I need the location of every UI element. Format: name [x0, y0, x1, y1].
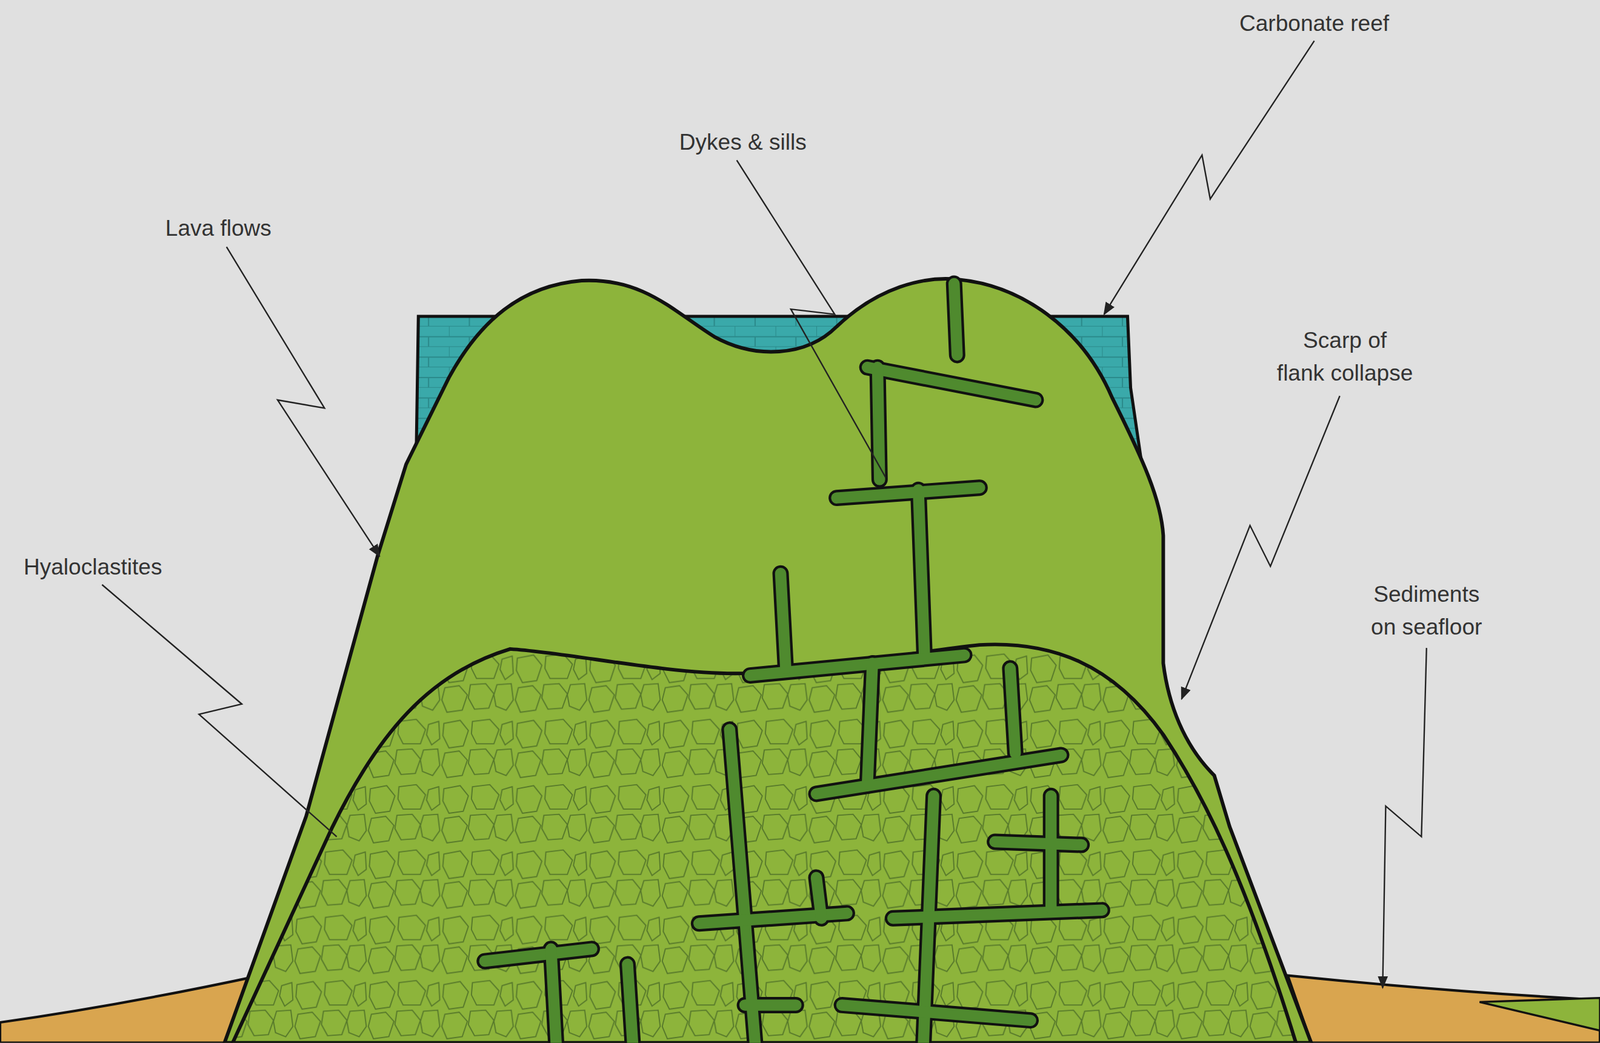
hyaloclastite-core	[232, 644, 1296, 1043]
leader-line	[1104, 40, 1315, 314]
dyke-outline	[780, 573, 786, 669]
leader-line	[1382, 647, 1427, 988]
leader-line	[226, 246, 380, 556]
dyke-fill	[729, 729, 756, 1043]
dyke-network	[484, 283, 1103, 1043]
dyke-outline	[953, 283, 957, 356]
dyke-fill	[550, 949, 556, 1043]
dyke-outline	[867, 367, 1036, 400]
dyke-fill	[816, 877, 822, 919]
leader-line	[1181, 395, 1340, 699]
dyke-outline	[918, 489, 925, 656]
dyke-fill	[1045, 795, 1057, 908]
callout-label: Sediments on seafloor	[1340, 578, 1514, 645]
leader-line	[736, 160, 887, 478]
lava-flows	[224, 278, 1311, 1043]
dyke-fill	[918, 489, 925, 656]
callout-label: Dykes & sills	[640, 126, 845, 160]
dyke-outline	[816, 877, 822, 919]
callout-label: Carbonate reef	[1212, 7, 1417, 40]
dyke-fill	[867, 663, 873, 786]
dyke-fill	[841, 1004, 1031, 1020]
dyke-outline	[1010, 668, 1016, 754]
dyke-outline	[729, 729, 756, 1043]
dyke-fill	[867, 367, 1036, 400]
dyke-outline	[627, 964, 633, 1043]
dyke-outline	[995, 841, 1082, 845]
dyke-outline	[816, 755, 1062, 794]
seafloor-sediment-left	[0, 975, 260, 1043]
dyke-outline	[484, 949, 593, 962]
dyke-outline	[841, 1004, 1031, 1020]
callout-label: Scarp of flank collapse	[1268, 324, 1422, 390]
dyke-fill	[484, 949, 593, 962]
seafloor-sediment-right	[1287, 975, 1600, 1043]
callout-label: Hyaloclastites	[0, 550, 196, 584]
dyke-fill	[816, 755, 1062, 794]
dyke-outline	[867, 663, 873, 786]
seafloor-lava-wedge	[1479, 998, 1600, 1031]
callout-label: Lava flows	[116, 212, 321, 245]
dyke-fill	[744, 999, 796, 1011]
dyke-fill	[953, 283, 957, 356]
dyke-fill	[1010, 668, 1016, 754]
dyke-fill	[995, 841, 1082, 845]
dyke-fill	[892, 910, 1102, 919]
leader-line	[101, 584, 337, 837]
dyke-fill	[836, 487, 980, 499]
dyke-outline	[836, 487, 980, 499]
dyke-outline	[550, 949, 556, 1043]
dyke-fill	[627, 964, 633, 1043]
dyke-fill	[780, 573, 786, 669]
